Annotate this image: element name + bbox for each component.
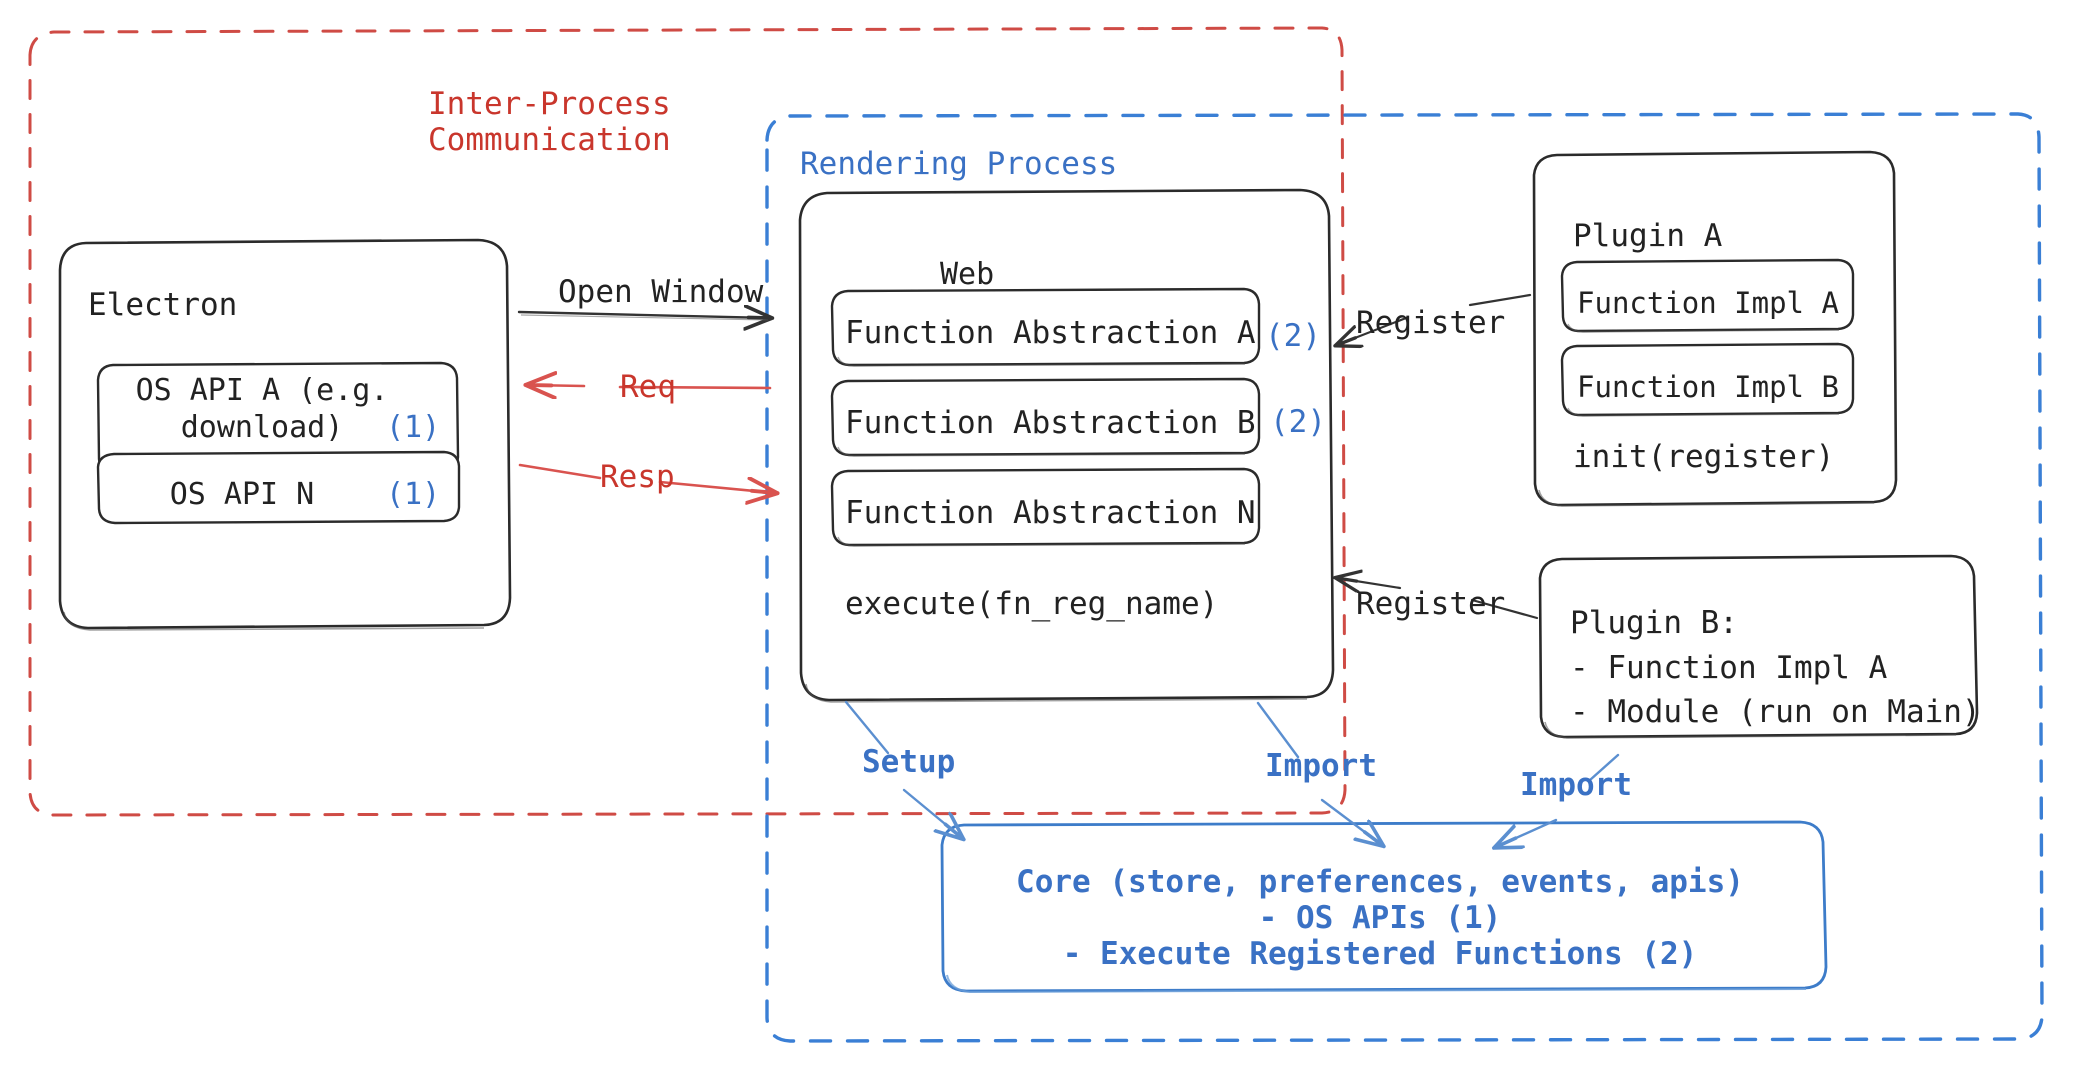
- function-abstraction-b-marker: (2): [1270, 404, 1326, 440]
- zone-label-rendering-process: Rendering Process: [800, 146, 1118, 182]
- function-abstraction-b-label: Function Abstraction B: [845, 405, 1256, 441]
- os-api-n-label: OS API N: [169, 477, 315, 512]
- function-impl-b-label: Function Impl B: [1577, 370, 1839, 404]
- function-abstraction-n-label: Function Abstraction N: [845, 495, 1256, 531]
- core-line-3: - Execute Registered Functions (2): [1062, 936, 1698, 972]
- os-api-n-marker: (1): [386, 477, 441, 512]
- function-impl-a-label: Function Impl A: [1577, 286, 1839, 320]
- function-abstraction-a-label: Function Abstraction A: [845, 315, 1256, 351]
- edge-open-window: [517, 312, 770, 320]
- plugin-b-title: Plugin B:: [1570, 605, 1738, 641]
- web-title: Web: [940, 257, 995, 292]
- os-api-a-marker: (1): [386, 410, 441, 445]
- edge-label-setup: Setup: [862, 744, 956, 780]
- plugin-b-item-1: - Function Impl A: [1570, 650, 1888, 686]
- core-line-2: - OS APIs (1): [1258, 900, 1502, 936]
- edge-label-register-a: Register: [1356, 305, 1506, 341]
- edge-label-req: Req: [620, 369, 676, 405]
- os-api-a-label-line2: download): [180, 410, 344, 445]
- edge-label-register-b: Register: [1356, 586, 1506, 622]
- web-execute-label: execute(fn_reg_name): [845, 586, 1219, 622]
- edge-label-import-plugin: Import: [1520, 767, 1632, 803]
- plugin-b-item-2: - Module (run on Main): [1570, 694, 1981, 730]
- edge-label-import-web: Import: [1265, 748, 1377, 784]
- web-box: [798, 188, 1335, 703]
- electron-title: Electron: [88, 287, 238, 323]
- os-api-a-label-line1: OS API A (e.g.: [135, 373, 389, 408]
- edge-label-open-window: Open Window: [558, 274, 764, 310]
- function-abstraction-a-marker: (2): [1265, 318, 1321, 354]
- core-line-1: Core (store, preferences, events, apis): [1016, 864, 1744, 900]
- plugin-a-title: Plugin A: [1573, 218, 1723, 254]
- zone-label-ipc-line2: Communication: [428, 122, 671, 158]
- plugin-a-init-label: init(register): [1573, 439, 1835, 475]
- edge-label-resp: Resp: [600, 459, 675, 495]
- zone-label-ipc-line1: Inter-Process: [428, 86, 671, 122]
